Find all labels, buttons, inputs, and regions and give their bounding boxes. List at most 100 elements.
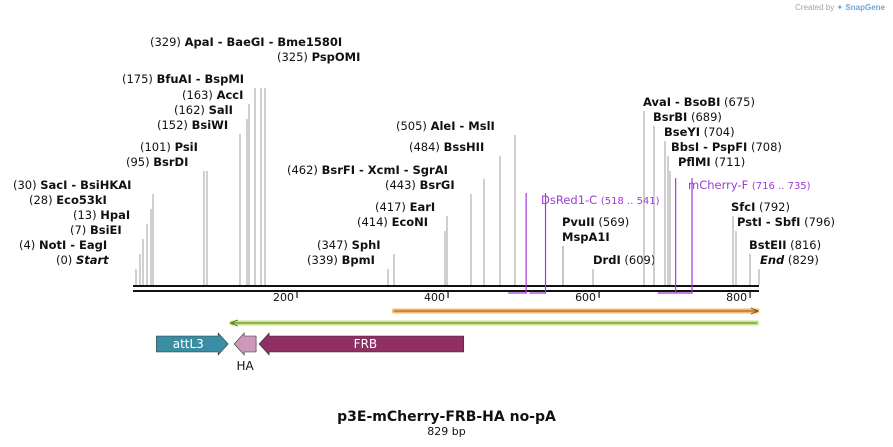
credit-prefix: Created by	[795, 3, 835, 12]
map-title: p3E-mCherry-FRB-HA no-pA	[337, 409, 556, 425]
primer-bracket	[676, 178, 693, 294]
feature-label: HA	[237, 359, 255, 373]
site-enzyme-name: PspOMI	[312, 50, 361, 64]
site-position: (152)	[157, 118, 192, 132]
restriction-site-label: (175) BfuAI - BspMI	[122, 72, 244, 86]
primer-name: mCherry-F	[688, 178, 752, 192]
site-position: (0)	[56, 253, 76, 267]
credit-brand: SnapGene	[845, 3, 885, 12]
restriction-site-label: (101) PsiI	[140, 140, 198, 154]
site-enzyme-name: BseYI	[664, 125, 700, 139]
feature-arrow	[258, 332, 465, 356]
site-enzyme-name: AccI	[217, 88, 244, 102]
restriction-site-label: (443) BsrGI	[385, 178, 455, 192]
restriction-site-label: (0) Start	[56, 253, 109, 267]
restriction-site-label: PstI - SbfI (796)	[737, 215, 835, 229]
feature-arrow	[156, 332, 229, 356]
site-position: (325)	[277, 50, 312, 64]
restriction-site-label: BstEII (816)	[749, 238, 821, 252]
restriction-site-label: (339) BpmI	[307, 253, 375, 267]
feature-label: FRB	[354, 337, 377, 351]
site-enzyme-name: BsiWI	[192, 118, 229, 132]
restriction-site-label: (163) AccI	[182, 88, 243, 102]
site-position: (28)	[29, 193, 56, 207]
restriction-site-label: SfcI (792)	[731, 200, 790, 214]
site-position: (175)	[122, 72, 157, 86]
restriction-site-label: (484) BssHII	[409, 140, 484, 154]
restriction-site-label: (152) BsiWI	[157, 118, 228, 132]
ruler-label: 200	[273, 291, 294, 304]
ruler-label: 800	[726, 291, 747, 304]
primer-range: (518 .. 541)	[601, 196, 660, 207]
restriction-site-label: (417) EarI	[375, 200, 435, 214]
site-enzyme-name: BsrFI - XcmI - SgrAI	[322, 163, 448, 177]
restriction-site-label: End (829)	[760, 253, 819, 267]
snapgene-credit: Created by ✦ SnapGene	[795, 3, 885, 12]
site-position: (347)	[317, 238, 352, 252]
site-enzyme-name: EcoNI	[392, 215, 428, 229]
site-position: (329)	[150, 35, 185, 49]
site-enzyme-name: Eco53kI	[56, 193, 107, 207]
site-position: (829)	[784, 253, 819, 267]
site-enzyme-name: HpaI	[100, 208, 130, 222]
restriction-site-label: (4) NotI - EagI	[19, 238, 107, 252]
site-position: (13)	[73, 208, 100, 222]
site-position: (7)	[70, 223, 90, 237]
site-position: (443)	[385, 178, 420, 192]
site-enzyme-name: SfcI	[731, 200, 755, 214]
site-enzyme-name: BssHII	[444, 140, 485, 154]
feature-arrow	[233, 332, 257, 356]
restriction-site-label: (414) EcoNI	[357, 215, 428, 229]
restriction-site-label: (13) HpaI	[73, 208, 130, 222]
site-enzyme-name: BbsI - PspFI	[671, 140, 747, 154]
restriction-site-label: BseYI (704)	[664, 125, 735, 139]
restriction-site-label: PflMI (711)	[678, 155, 745, 169]
site-enzyme-name: BfuAI - BspMI	[157, 72, 244, 86]
site-position: (30)	[13, 178, 40, 192]
site-enzyme-name: MspA1I	[562, 230, 610, 244]
restriction-site-label: (325) PspOMI	[277, 50, 360, 64]
site-enzyme-name: BstEII	[749, 238, 787, 252]
site-position: (675)	[720, 95, 755, 109]
site-enzyme-name: DrdI	[593, 253, 621, 267]
primer-name: DsRed1-C	[541, 193, 601, 207]
orf-arrowhead	[229, 319, 238, 327]
restriction-site-label: MspA1I	[562, 230, 610, 244]
site-enzyme-name: BsrGI	[420, 178, 455, 192]
site-position: (609)	[621, 253, 656, 267]
site-position: (101)	[140, 140, 175, 154]
restriction-site-label: (30) SacI - BsiHKAI	[13, 178, 131, 192]
site-position: (95)	[126, 155, 153, 169]
restriction-site-label: BbsI - PspFI (708)	[671, 140, 782, 154]
restriction-site-label: (28) Eco53kI	[29, 193, 107, 207]
restriction-site-label: (329) ApaI - BaeGI - Bme1580I	[150, 35, 342, 49]
restriction-site-label: (347) SphI	[317, 238, 381, 252]
site-position: (708)	[747, 140, 782, 154]
site-enzyme-name: NotI - EagI	[39, 238, 107, 252]
site-position: (4)	[19, 238, 39, 252]
site-position: (414)	[357, 215, 392, 229]
restriction-site-label: (462) BsrFI - XcmI - SgrAI	[287, 163, 448, 177]
site-enzyme-name: ApaI - BaeGI - Bme1580I	[185, 35, 343, 49]
restriction-site-label: (7) BsiEI	[70, 223, 122, 237]
backbone-bottom-strand	[133, 290, 759, 292]
restriction-site-label: (162) SalI	[174, 103, 233, 117]
site-enzyme-name: SphI	[352, 238, 381, 252]
site-enzyme-name: SacI - BsiHKAI	[40, 178, 131, 192]
site-position: (462)	[287, 163, 322, 177]
site-enzyme-name: PstI - SbfI	[737, 215, 800, 229]
site-position: (704)	[700, 125, 735, 139]
site-enzyme-name: SalI	[209, 103, 233, 117]
backbone-top-strand	[133, 285, 759, 287]
site-position: (417)	[375, 200, 410, 214]
site-enzyme-name: PflMI	[678, 155, 711, 169]
restriction-site-label: AvaI - BsoBI (675)	[643, 95, 755, 109]
snapgene-logo-icon: ✦	[836, 3, 844, 12]
site-position: (689)	[687, 110, 722, 124]
primer-bracket	[529, 193, 547, 294]
site-position: (484)	[409, 140, 444, 154]
restriction-site-label: PvuII (569)	[562, 215, 629, 229]
primer-range: (716 .. 735)	[752, 181, 811, 192]
site-enzyme-name: BpmI	[342, 253, 375, 267]
ruler-label: 400	[424, 291, 445, 304]
